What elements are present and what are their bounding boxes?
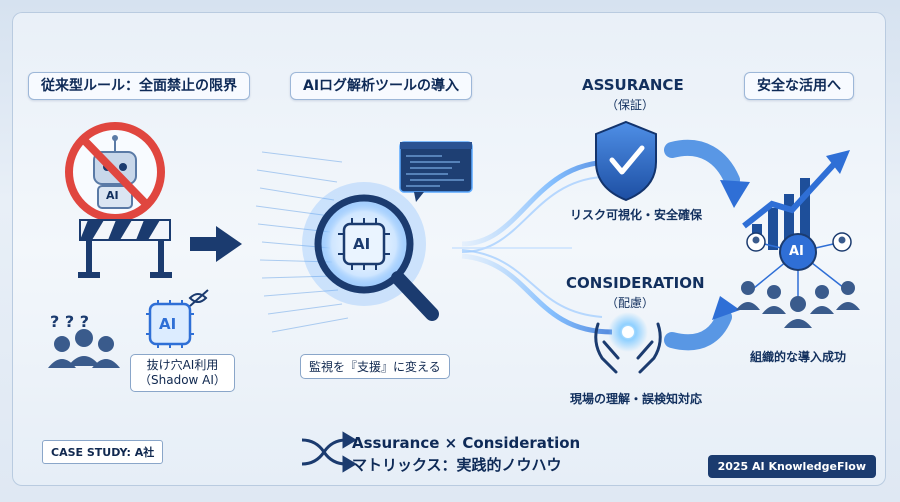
assurance-subtitle: （保証） <box>606 98 655 112</box>
consideration-subtitle: （配慮） <box>606 296 655 310</box>
shadow-ai-line2: （Shadow AI） <box>139 373 226 387</box>
consideration-title: CONSIDERATION <box>566 274 705 292</box>
shuffle-icon <box>301 431 357 473</box>
heading-log-tool: AIログ解析ツールの導入 <box>290 72 473 100</box>
magnifier-chip-label: AI <box>353 235 371 253</box>
case-study-tag: CASE STUDY: A社 <box>42 440 164 464</box>
heading-legacy-rule: 従来型ルール：全面禁止の限界 <box>28 72 250 100</box>
heading-safe-use: 安全な活用へ <box>744 72 854 100</box>
org-success-label: 組織的な導入成功 <box>750 350 847 364</box>
code-window-icon <box>399 141 473 202</box>
matrix-title-line1: Assurance × Consideration <box>352 434 581 452</box>
arrowhead-top <box>720 180 750 208</box>
diagram-card: 従来型ルール：全面禁止の限界 AIログ解析ツールの導入 安全な活用へ AI AI… <box>12 12 886 486</box>
arrow-to-success-top <box>664 139 740 188</box>
flow-beams <box>452 159 613 335</box>
prohibited-robot-icon <box>65 122 165 222</box>
data-stream-lines <box>255 151 349 333</box>
arrowhead-bottom <box>712 296 740 320</box>
assurance-description: リスク可視化・安全確保 <box>570 208 703 222</box>
caring-hands-icon <box>594 312 662 374</box>
consideration-description: 現場の理解・誤検知対応 <box>570 392 703 406</box>
support-caption: 監視を『支援』に変える <box>300 354 450 379</box>
magnifier-icon <box>302 182 439 321</box>
barrier-icon <box>78 219 172 278</box>
people-network-icon <box>736 232 860 328</box>
diagram-graphics <box>48 120 860 473</box>
shadow-ai-line1: 抜け穴AI利用 <box>146 358 219 372</box>
assurance-title: ASSURANCE <box>582 76 684 94</box>
hidden-eye-icon <box>188 289 209 307</box>
question-marks: ? ? ? <box>50 312 89 331</box>
chip-label: AI <box>159 315 177 333</box>
shadow-ai-caption: 抜け穴AI利用 （Shadow AI） <box>130 354 235 392</box>
forward-arrow-icon <box>190 226 242 262</box>
network-hub-label: AI <box>789 244 804 259</box>
shield-check-icon <box>595 120 657 202</box>
ai-chip-icon <box>146 300 194 348</box>
footer-brand: 2025 AI KnowledgeFlow <box>707 455 876 478</box>
arrow-to-success-bottom <box>664 309 732 351</box>
robot-badge-label: AI <box>106 189 119 202</box>
confused-people-icon <box>48 329 120 368</box>
matrix-title-line2: マトリックス：実践的ノウハウ <box>352 456 562 474</box>
